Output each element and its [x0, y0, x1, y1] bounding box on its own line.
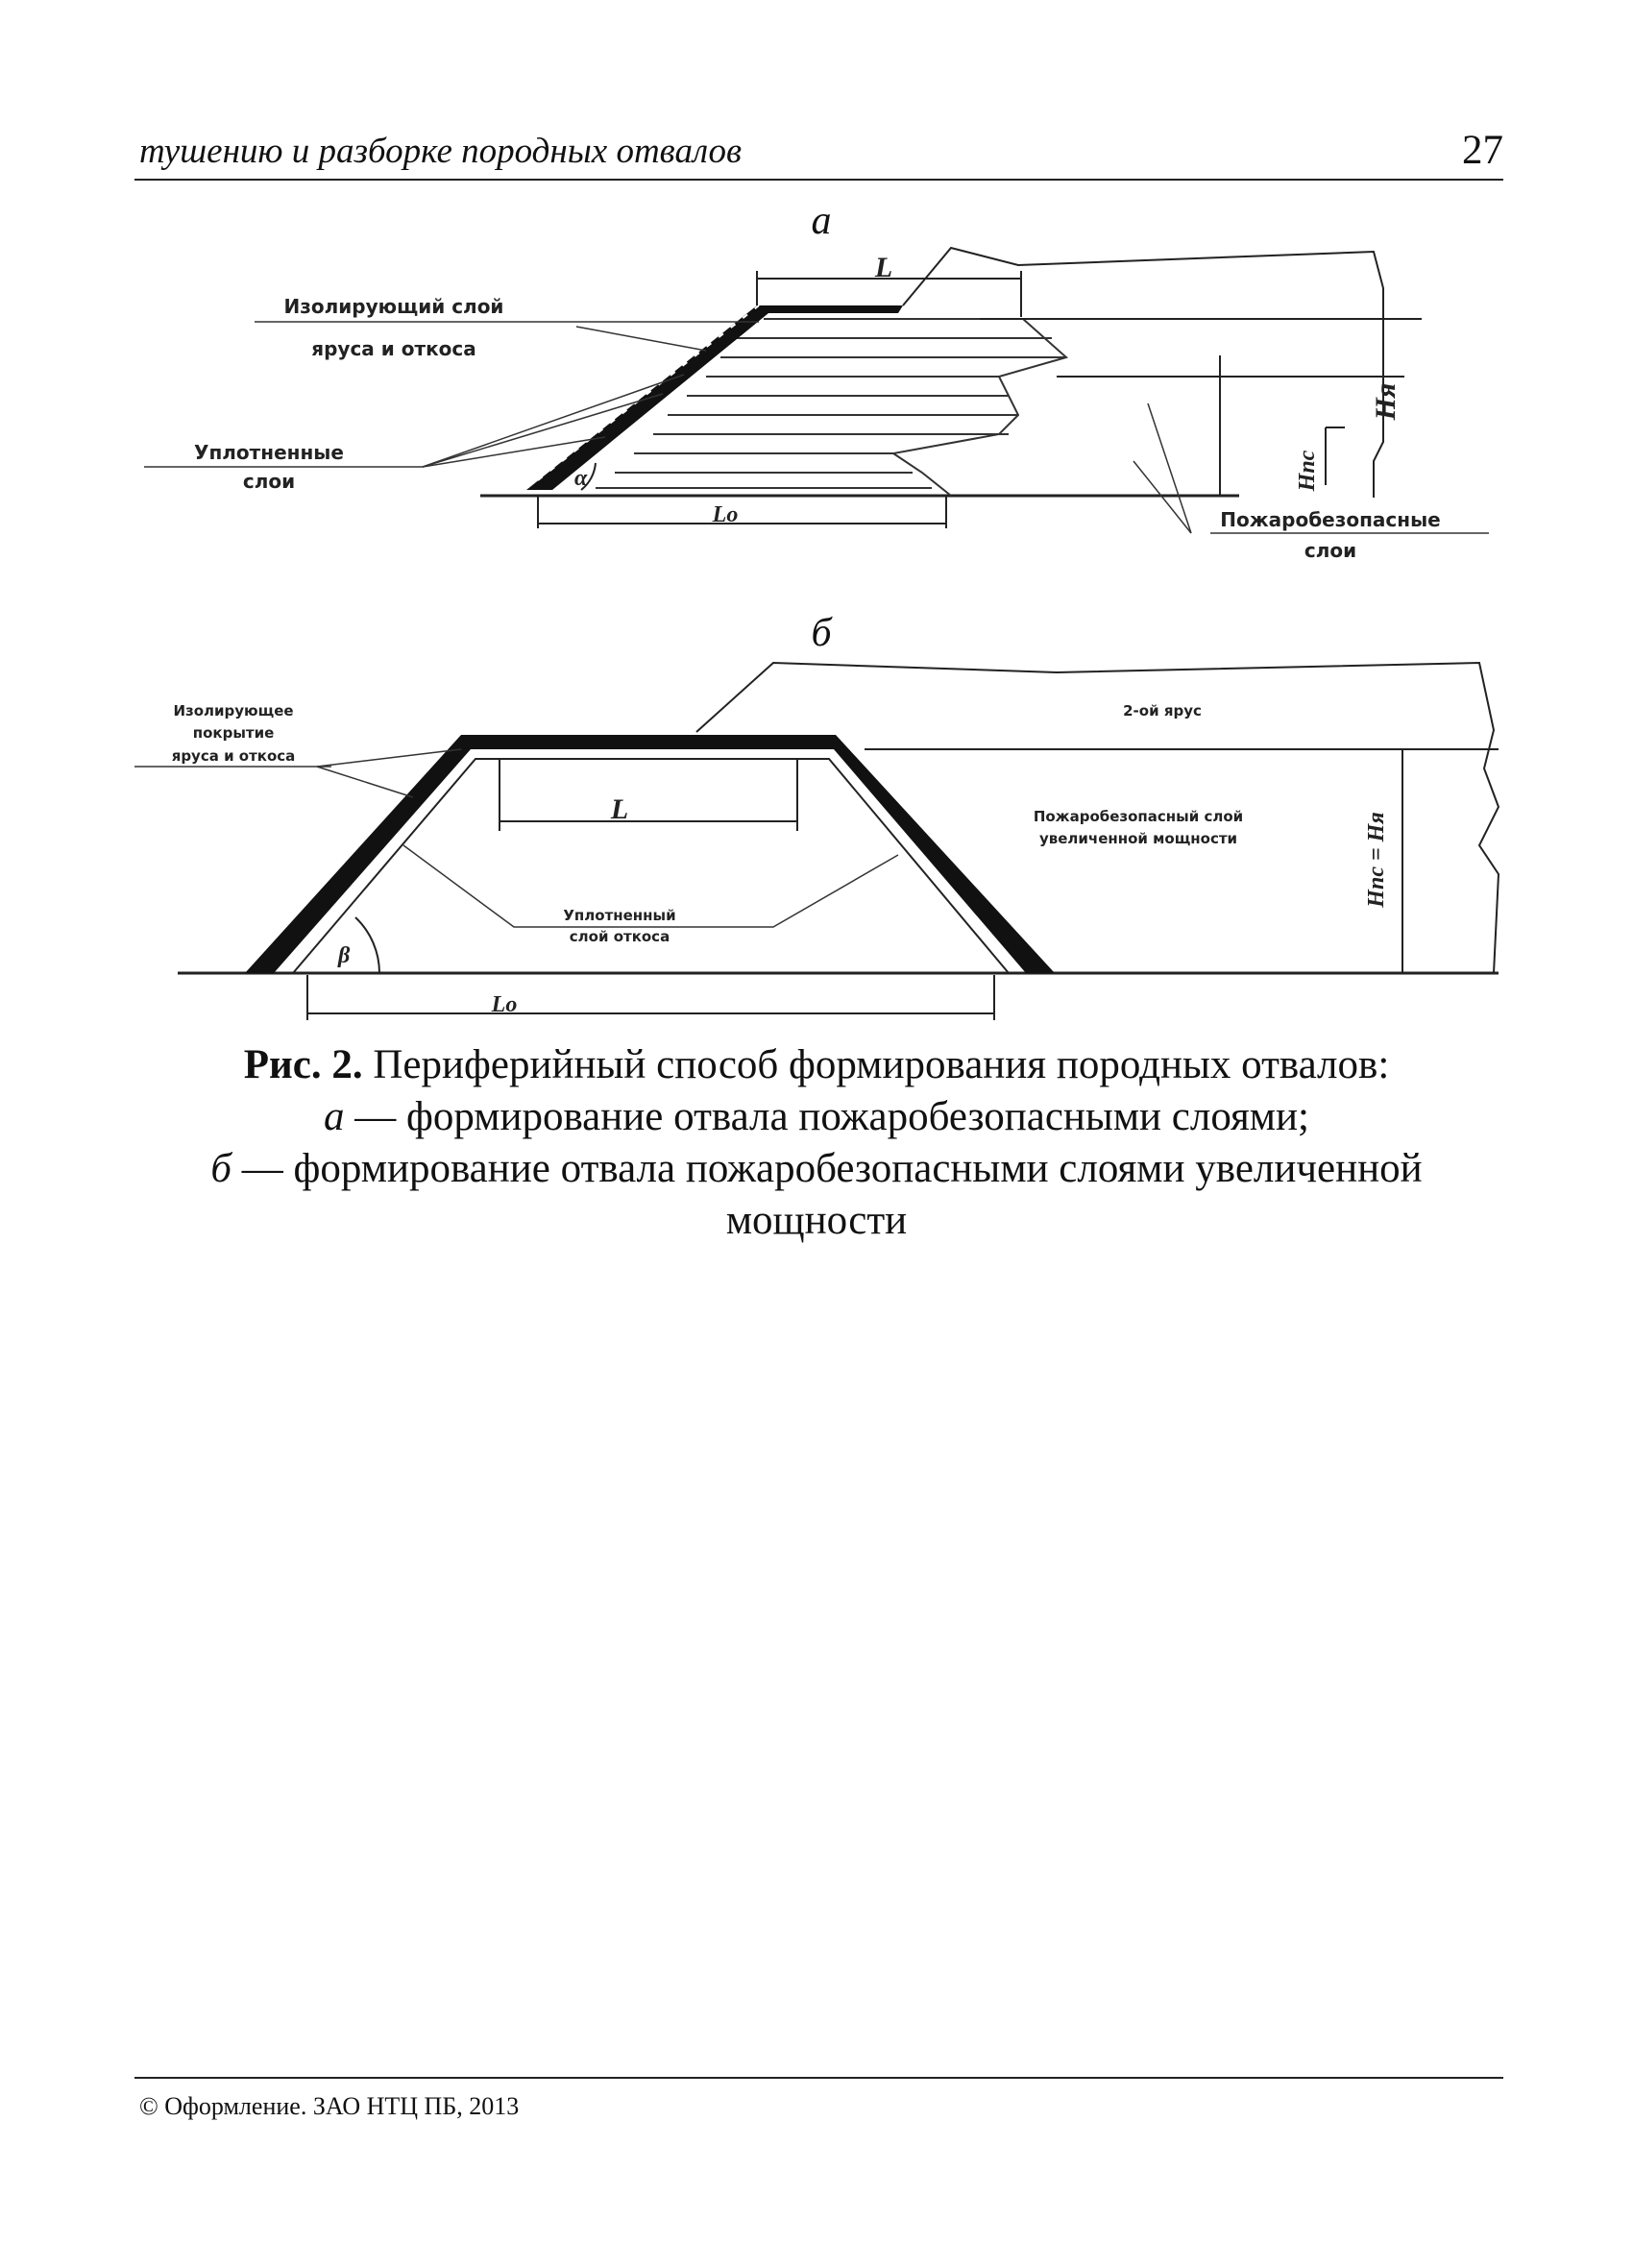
label-b-isolating-3: яруса и откоса [172, 747, 296, 765]
label-b-isolating-1: Изолирующее [173, 702, 293, 719]
label-b-second-tier: 2-ой ярус [1123, 702, 1202, 719]
label-a-compacted-1: Уплотненные [194, 441, 344, 464]
angle-arc-b [354, 916, 380, 974]
label-a-fireproof-2: слои [1304, 539, 1356, 562]
caption-fig-number: Рис. 2. [243, 1042, 363, 1087]
isolating-layer [526, 305, 903, 490]
isolating-layer-dashes [537, 305, 760, 481]
right-slope [890, 318, 1069, 497]
figure-caption: Рис. 2. Периферийный способ формирования… [134, 1039, 1499, 1247]
dim-base-label-b: Lо [491, 992, 518, 1017]
label-a-isolating-1: Изолирующий слой [284, 295, 504, 318]
label-a-isolating-2: яруса и откоса [311, 337, 475, 360]
running-title: тушению и разборке породных отвалов [139, 132, 743, 171]
figure-a-sublabel: а [812, 199, 832, 243]
caption-item-b-letter: б [210, 1146, 232, 1191]
second-tier-outline [902, 246, 1384, 498]
caption-item-a-letter: а [324, 1094, 345, 1139]
dim-height-label-b: Hпс = Hя [1364, 812, 1389, 908]
page-number: 27 [1462, 128, 1503, 173]
caption-title: Периферийный способ формирования породны… [373, 1042, 1390, 1087]
label-b-fireproof-2: увеличенной мощности [1039, 830, 1237, 847]
dump-layers [596, 318, 1066, 489]
footer-rule [134, 2077, 1503, 2079]
caption-item-a-text: — формирование отвала пожаробезопасными … [354, 1094, 1309, 1139]
dim-height-tier-label: Hя [1370, 383, 1401, 422]
dim-top-label: L [874, 252, 892, 283]
label-b-compacted-1: Уплотненный [563, 907, 675, 924]
angle-b-label: β [337, 943, 351, 968]
figure-b-sublabel: б [811, 611, 833, 655]
dim-height-layer-label: Hпс [1295, 450, 1320, 492]
label-a-fireproof-1: Пожаробезопасные [1220, 508, 1440, 531]
dim-base-label: Lо [712, 502, 739, 527]
caption-item-b-text-2: мощности [725, 1198, 908, 1243]
figure-b: б L Lо β Hпс = Hя Изолирующее покрытие [134, 611, 1500, 1020]
label-a-compacted-2: слои [243, 470, 295, 493]
label-b-fireproof-1: Пожаробезопасный слой [1034, 808, 1243, 825]
label-b-isolating-2: покрытие [193, 724, 275, 742]
dim-top-label-b: L [610, 793, 628, 825]
angle-arc-a [580, 462, 597, 491]
angle-a-label: α [574, 466, 588, 491]
figure-a: а L Lо [144, 199, 1489, 562]
caption-item-b-text: — формирование отвала пожаробезопасными … [241, 1146, 1423, 1191]
label-b-compacted-2: слой откоса [570, 928, 670, 945]
compacted-slope-b [292, 758, 1010, 974]
running-header: тушению и разборке породных отвалов 27 [134, 123, 1503, 181]
footer-copyright: © Оформление. ЗАО НТЦ ПБ, 2013 [139, 2092, 520, 2120]
figure-diagrams: а L Lо [134, 199, 1500, 1020]
